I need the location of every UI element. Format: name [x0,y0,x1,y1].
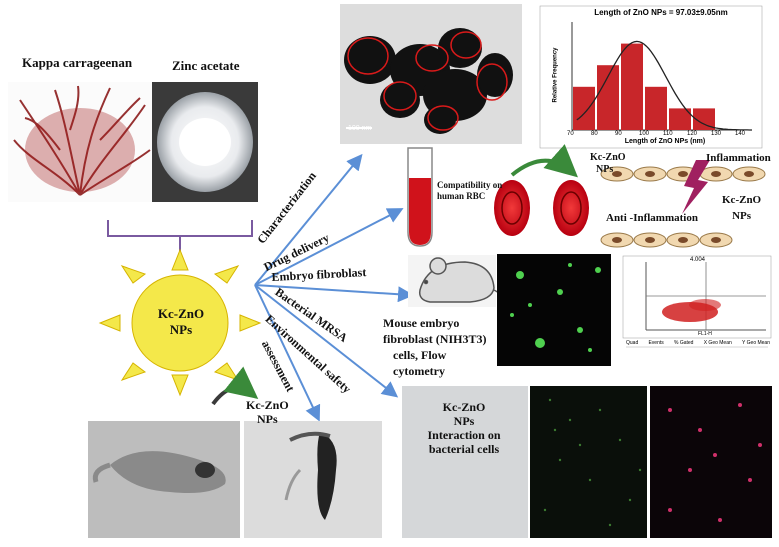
mouse-label-line4: cytometry [393,364,445,378]
center-label-line1: Kc-ZnO [157,306,205,321]
bacteria-label-line4: bacterial cells [428,442,500,456]
bacteria-brightfield-image [402,386,528,538]
rbc-kc-label: Kc-ZnO NPs [590,152,626,176]
bacteria-green-fluorescence-image [530,386,647,538]
rbc-cells [494,180,589,236]
flow-table-header: Quad Events % Gated X Geo Mean Y Geo Mean [626,340,770,346]
histogram-bar [597,65,619,130]
mouse-label-line1: Mouse embryo [383,316,460,330]
zebrafish-kc-label: Kc-ZnO NPs [246,398,289,426]
bacteria-label: Kc-ZnO NPs Interaction on bacterial cell… [414,400,514,456]
flow-top-label: 4.004 [690,257,706,263]
histogram-bar [621,43,643,130]
histogram-tick-label: 90 [615,131,622,137]
flow-table-header-cell: Quad [626,340,639,346]
tem-scale-label: 100 nm [348,125,372,132]
blood-tube-icon [407,147,433,247]
lightning-icon [682,160,710,214]
rbc-kc-line1: Kc-ZnO [590,152,626,163]
inflammation-cells [600,160,766,248]
histogram-tick-label: 70 [567,131,574,137]
kappa-carrageenan-label: Kappa carrageenan [22,55,133,70]
flow-cytometry-plot [622,255,772,374]
zebrafish-kc-line2: NPs [257,412,278,426]
histogram-tick-label: 100 [639,131,650,137]
flow-table-header-cell: Y Geo Mean [742,340,770,346]
histogram-tick-label: 80 [591,131,598,137]
bacteria-red-fluorescence-image [650,386,772,538]
mouse-icon [408,255,503,307]
rbc-compat-label: Compatibility on human RBC [437,180,503,201]
histogram-tick-label: 140 [735,131,746,137]
anti-inflammation-label: Anti -Inflammation [606,212,698,224]
bacteria-label-line2: NPs [453,414,475,428]
zinc-acetate-image [152,82,258,202]
fibroblast-fluorescence-image [497,254,611,366]
bacteria-label-line1: Kc-ZnO [442,400,486,414]
mouse-label-line2: fibroblast (NIH3T3) [383,332,487,346]
zebrafish-arrow-icon [211,366,259,406]
rbc-kc-line2: NPs [596,164,614,175]
branch-arrows [254,153,414,422]
flow-table-header-cell: X Geo Mean [703,340,732,346]
histogram-bar [669,108,691,130]
center-label: Kc-ZnO NPs [151,306,211,338]
flow-xlabel: FL1-H [698,331,712,337]
inflam-kc-label: Kc-ZnO NPs [722,192,761,224]
zebrafish-control-image [88,421,240,538]
histogram-bar [645,86,667,130]
mouse-label: Mouse embryo fibroblast (NIH3T3) cells, … [383,315,486,379]
histogram-bar [573,86,595,130]
histogram-bar [693,108,715,130]
histogram-tick-label: 120 [687,131,698,137]
center-label-line2: NPs [169,322,193,337]
histogram-tick-label: 130 [711,131,722,137]
rbc-arrow-icon [510,144,578,178]
tem-image [340,4,522,144]
inflammation-label: Inflammation [706,152,771,164]
histogram-title: Length of ZnO NPs = 97.03±9.05nm [594,8,728,17]
bracket [107,220,253,237]
histogram-xlabel: Length of ZnO NPs (nm) [624,138,706,145]
zebrafish-kc-line1: Kc-ZnO [246,398,289,412]
histogram-bars [573,43,715,130]
flow-table-header-cell: % Gated [674,340,694,346]
histogram-fit-curve [576,40,752,131]
flow-table-header-cell: Events [648,340,664,346]
histogram-chart [539,5,763,149]
bacteria-label-line3: Interaction on [427,428,501,442]
kappa-carrageenan-image [8,82,152,202]
inflam-kc-line2: NPs [732,210,752,222]
histogram-ylabel: Relative Frequency [552,47,559,103]
zebrafish-treated-image [244,421,382,538]
inflam-kc-line1: Kc-ZnO [722,194,762,206]
zinc-acetate-label: Zinc acetate [172,58,240,73]
mouse-label-line3: cells, Flow [393,348,447,362]
histogram-tick-label: 110 [663,131,673,137]
